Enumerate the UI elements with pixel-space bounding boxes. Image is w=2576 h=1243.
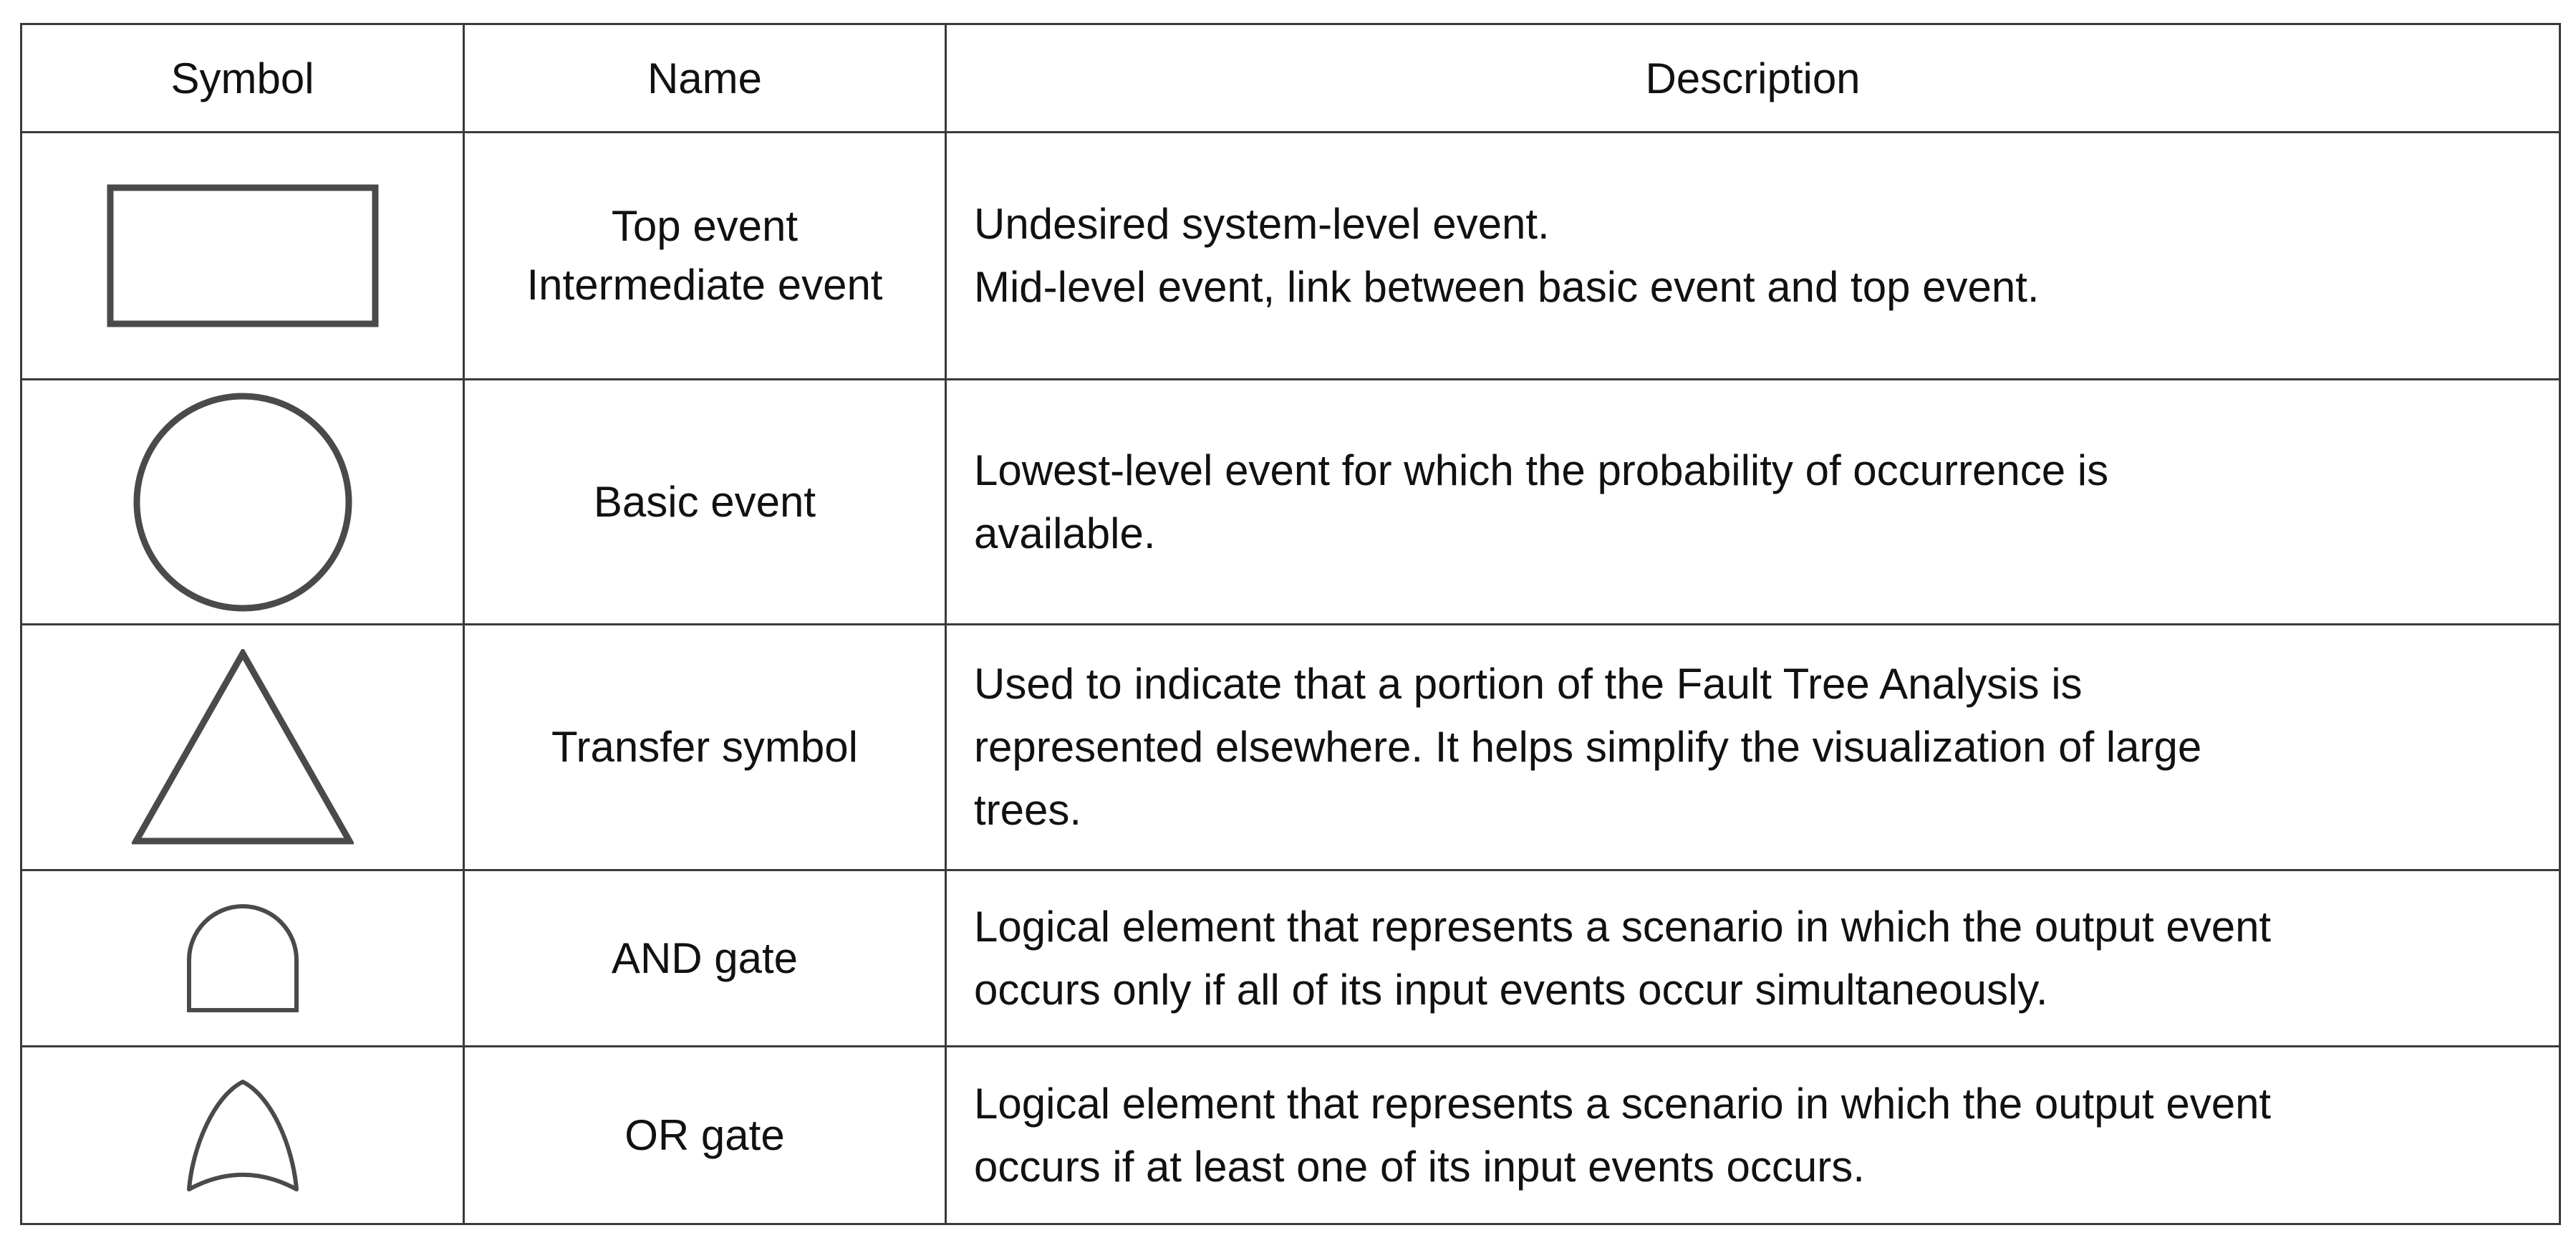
name-line: AND gate bbox=[611, 934, 799, 982]
symbol-cell bbox=[20, 378, 465, 625]
name-cell: Transfer symbol bbox=[463, 623, 947, 871]
name-cell: Top event Intermediate event bbox=[463, 131, 947, 380]
name-line: Top event bbox=[611, 202, 799, 250]
description-cell: Logical element that represents a scenar… bbox=[945, 1045, 2561, 1225]
description-line: Mid-level event, link between basic even… bbox=[974, 263, 2040, 311]
description-cell: Undesired system-level event. Mid-level … bbox=[945, 131, 2561, 380]
name-cell: AND gate bbox=[463, 869, 947, 1047]
description-line: Lowest-level event for which the probabi… bbox=[974, 446, 2109, 494]
table-row: Top event Intermediate event Undesired s… bbox=[20, 131, 2561, 380]
symbol-cell bbox=[20, 131, 465, 380]
description-cell: Logical element that represents a scenar… bbox=[945, 869, 2561, 1047]
and-gate-icon bbox=[186, 904, 299, 1012]
description-line: trees. bbox=[974, 786, 1082, 834]
rectangle-icon bbox=[107, 184, 378, 327]
name-line: Intermediate event bbox=[526, 261, 883, 309]
table-row: OR gate Logical element that represents … bbox=[20, 1045, 2561, 1225]
description-line: occurs only if all of its input events o… bbox=[974, 965, 2048, 1014]
description-cell: Lowest-level event for which the probabi… bbox=[945, 378, 2561, 625]
table-row: Transfer symbol Used to indicate that a … bbox=[20, 623, 2561, 871]
circle-icon bbox=[133, 393, 352, 611]
table-header-row: Symbol Name Description bbox=[20, 23, 2561, 133]
header-name: Name bbox=[463, 23, 947, 133]
header-description: Description bbox=[945, 23, 2561, 133]
fault-tree-symbols-table-container: Symbol Name Description Top event Interm… bbox=[20, 23, 2561, 1225]
name-line: Basic event bbox=[593, 477, 816, 526]
description-cell: Used to indicate that a portion of the F… bbox=[945, 623, 2561, 871]
description-line: represented elsewhere. It helps simplify… bbox=[974, 723, 2202, 771]
name-line: Transfer symbol bbox=[551, 723, 858, 771]
description-line: occurs if at least one of its input even… bbox=[974, 1142, 1865, 1191]
description-line: Used to indicate that a portion of the F… bbox=[974, 660, 2083, 708]
symbol-cell bbox=[20, 1045, 465, 1225]
description-line: Undesired system-level event. bbox=[974, 200, 1550, 248]
header-symbol: Symbol bbox=[20, 23, 465, 133]
or-gate-icon bbox=[186, 1079, 299, 1191]
symbol-cell bbox=[20, 869, 465, 1047]
name-cell: Basic event bbox=[463, 378, 947, 625]
fault-tree-symbols-table: Symbol Name Description Top event Interm… bbox=[20, 23, 2561, 1225]
description-line: Logical element that represents a scenar… bbox=[974, 902, 2272, 951]
table-row: AND gate Logical element that represents… bbox=[20, 869, 2561, 1047]
description-line: available. bbox=[974, 509, 1156, 557]
description-line: Logical element that represents a scenar… bbox=[974, 1079, 2272, 1128]
name-line: OR gate bbox=[624, 1110, 785, 1159]
triangle-icon bbox=[131, 648, 354, 844]
symbol-cell bbox=[20, 623, 465, 871]
name-cell: OR gate bbox=[463, 1045, 947, 1225]
table-row: Basic event Lowest-level event for which… bbox=[20, 378, 2561, 625]
